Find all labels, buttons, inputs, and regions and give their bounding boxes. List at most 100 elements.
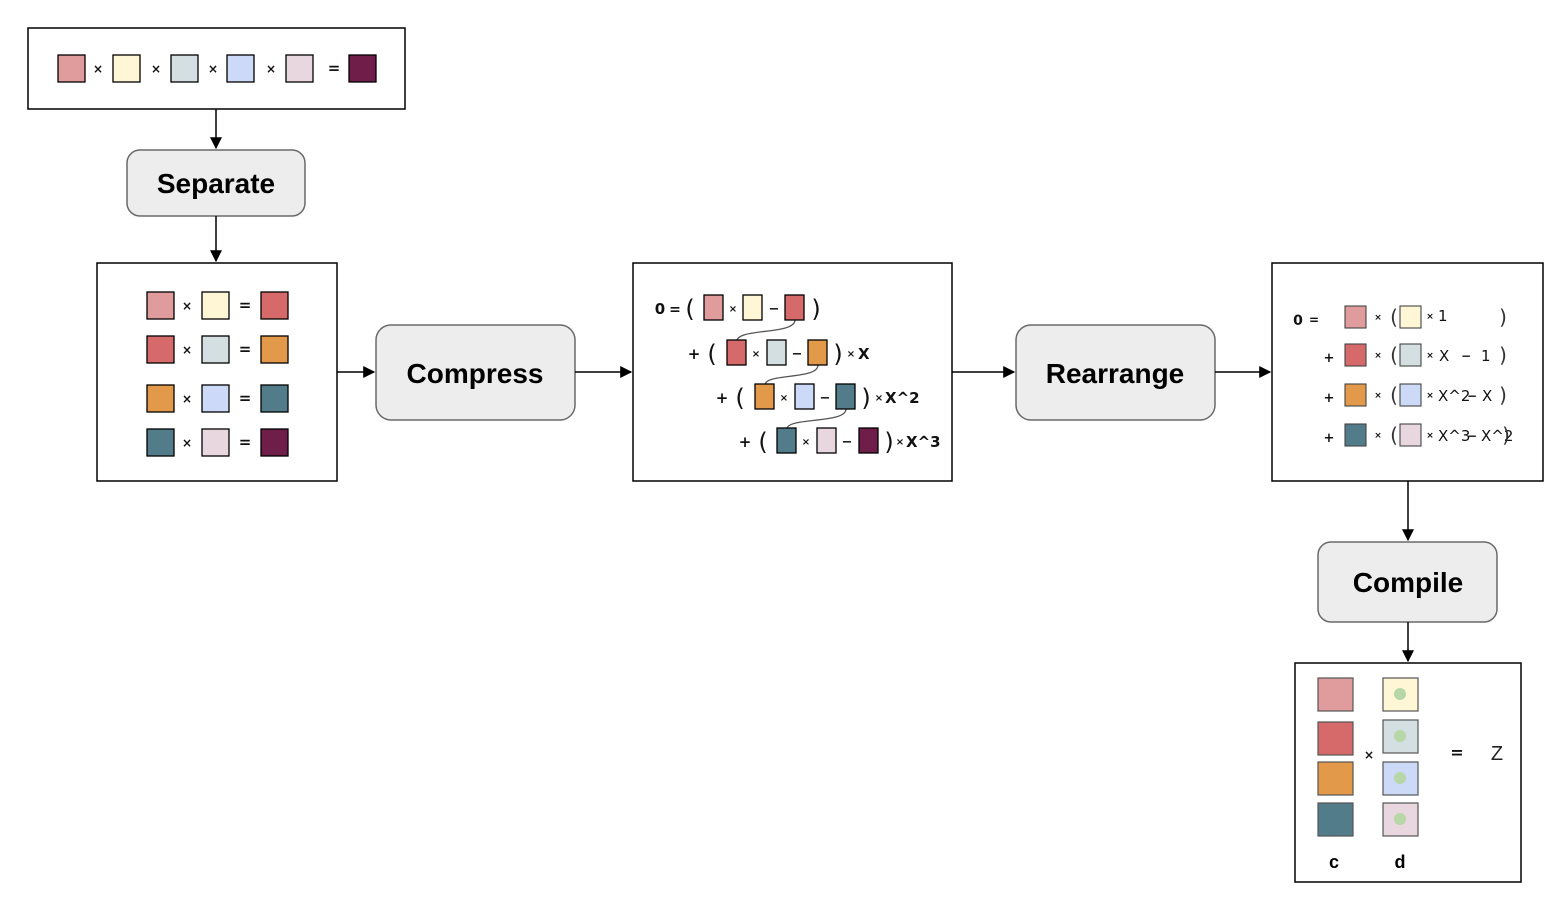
times-symbol: × (847, 349, 855, 360)
square-cream (112, 54, 141, 83)
compile-label: Compile (1353, 567, 1463, 598)
term-x3: X^3 (1438, 427, 1470, 445)
times-symbol: × (1426, 391, 1434, 401)
square-red (260, 291, 289, 320)
minus-symbol: − (842, 435, 853, 450)
square-gray (201, 335, 230, 364)
minus-symbol: − (1467, 429, 1477, 443)
separated-row-3: × = (146, 384, 289, 413)
separate-label: Separate (157, 168, 275, 199)
square-cream (742, 294, 763, 321)
square-gray (1399, 343, 1422, 367)
square-cream (1399, 305, 1422, 329)
square-teal (1344, 423, 1367, 447)
open-paren: ( (1390, 343, 1398, 367)
times-symbol: × (729, 304, 737, 315)
square-cream (201, 291, 230, 320)
carry-connector (786, 408, 847, 430)
times-symbol: × (875, 393, 883, 404)
open-paren: ( (735, 384, 744, 412)
equals-symbol: = (239, 389, 252, 407)
minus-symbol: − (1461, 349, 1471, 363)
d-label: d (1395, 852, 1406, 872)
compress-label: Compress (407, 358, 544, 389)
minus-symbol: − (792, 347, 803, 362)
times-symbol: × (802, 437, 810, 448)
power-x2: X^2 (885, 389, 920, 407)
rearranged-equation: 0 = × ( × 1 ) + × ( × X − 1 ) + × ( × X^… (1293, 305, 1513, 447)
compress-stage: Compress (375, 324, 576, 421)
square-blush (816, 427, 837, 454)
rearrange-stage: Rearrange (1015, 324, 1216, 421)
square-pink (57, 54, 86, 83)
square-red (1344, 343, 1367, 367)
sub-one: 1 (1481, 347, 1491, 365)
equals-symbol: = (239, 433, 252, 451)
c-label: c (1329, 852, 1339, 872)
square-orange (754, 383, 775, 410)
separated-row-2: × = (146, 335, 289, 364)
square-orange (1344, 383, 1367, 407)
times-symbol: × (182, 343, 192, 357)
square-teal (260, 384, 289, 413)
plus-symbol: + (739, 433, 752, 451)
times-symbol: × (896, 437, 904, 448)
dot-icon (1394, 772, 1406, 784)
times-symbol: × (1426, 312, 1434, 322)
equals-symbol: = (239, 296, 252, 314)
rearranged-equation-box (1271, 262, 1544, 482)
dot-icon (1394, 813, 1406, 825)
square-orange (807, 339, 828, 366)
equals-symbol: = (669, 302, 681, 318)
plus-symbol: + (1324, 351, 1335, 366)
c-square-red (1317, 721, 1354, 756)
square-blush (285, 54, 314, 83)
times-symbol: × (182, 299, 192, 313)
equals-symbol: = (1450, 743, 1463, 762)
c-square-orange (1317, 761, 1354, 796)
times-symbol: × (182, 436, 192, 450)
term-x: X (1439, 347, 1449, 365)
equals-symbol: = (239, 340, 252, 358)
dot-icon (1394, 730, 1406, 742)
close-paren: ) (1499, 383, 1507, 407)
compressed-equation: 0 = ( × − ) + ( × − ) × X + ( × − ) × X^… (655, 294, 941, 456)
times-symbol: × (182, 392, 192, 406)
plus-symbol: + (1324, 391, 1335, 406)
separated-row-4: × = (146, 428, 289, 457)
close-paren: ) (811, 295, 820, 323)
square-maroon (348, 54, 377, 83)
open-paren: ( (1390, 305, 1398, 329)
times-symbol: × (93, 62, 103, 76)
square-red (726, 339, 747, 366)
dot-icon (1394, 688, 1406, 700)
square-lavender (1399, 383, 1422, 407)
square-teal (835, 383, 856, 410)
times-symbol: × (1426, 431, 1434, 441)
square-teal (776, 427, 797, 454)
times-symbol: × (1364, 748, 1374, 762)
plus-symbol: + (716, 389, 729, 407)
times-symbol: × (1374, 431, 1382, 441)
close-paren: ) (861, 384, 870, 412)
input-equation-box (27, 27, 406, 110)
zero-symbol: 0 (1293, 313, 1303, 329)
square-red (784, 294, 805, 321)
constant-one: 1 (1438, 307, 1448, 325)
separated-row-1: × = (146, 291, 289, 320)
c-square-teal (1317, 802, 1354, 837)
times-symbol: × (1374, 313, 1382, 323)
power-x3: X^3 (906, 433, 941, 451)
equals-symbol: = (1309, 313, 1319, 327)
open-paren: ( (1390, 423, 1398, 447)
sub-x: X (1482, 387, 1492, 405)
c-square-pink (1317, 677, 1354, 712)
term-x2: X^2 (1438, 387, 1470, 405)
square-gray (170, 54, 199, 83)
square-red (146, 335, 175, 364)
close-paren: ) (1502, 423, 1510, 447)
square-maroon (260, 428, 289, 457)
sub-x2: X^2 (1481, 427, 1513, 445)
carry-connector (736, 319, 796, 342)
close-paren: ) (833, 340, 842, 368)
